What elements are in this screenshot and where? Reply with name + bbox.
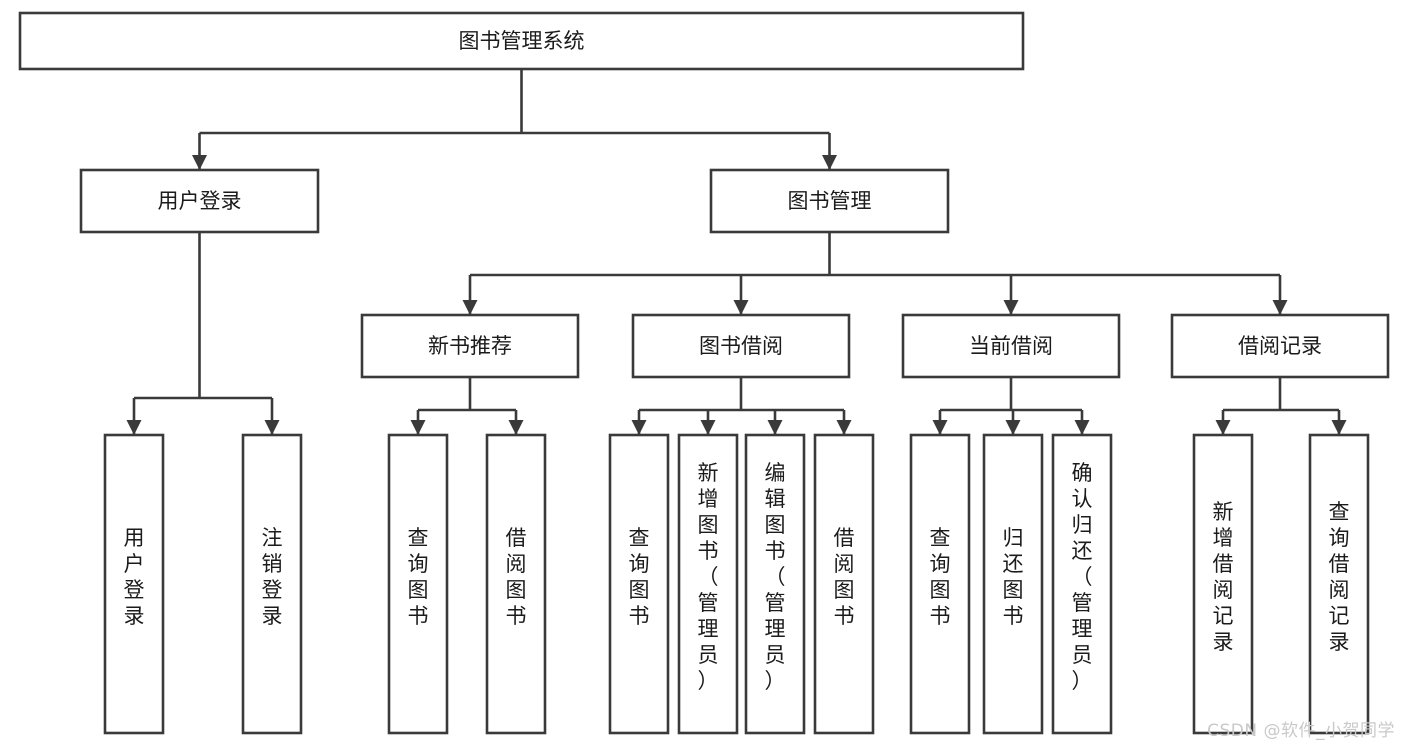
node-leaf-return-book-box[interactable] (982, 433, 1044, 735)
node-leaf-borrow-book-a-label: 借阅图书 (506, 526, 527, 628)
node-layer: 图书管理系统用户登录图书管理新书推荐图书借阅当前借阅借阅记录用户登录注销登录查询… (18, 11, 1390, 735)
node-leaf-confirm-return[interactable]: 确认归还（管理员） (1051, 433, 1113, 735)
arrow-head-icon (822, 155, 837, 170)
node-new-book-rec[interactable]: 新书推荐 (360, 313, 580, 379)
arrow-head-icon (1215, 420, 1231, 435)
node-leaf-query-book-c-box[interactable] (909, 433, 971, 735)
node-leaf-query-book-c[interactable]: 查询图书 (909, 433, 971, 735)
arrow-head-icon (1005, 420, 1021, 435)
node-leaf-edit-book-box[interactable] (744, 433, 806, 735)
node-book-borrow-label: 图书借阅 (699, 334, 783, 358)
edge-group-current-borrow (932, 377, 1090, 435)
node-leaf-user-logout[interactable]: 注销登录 (241, 433, 303, 735)
arrow-head-icon (733, 300, 749, 315)
node-leaf-query-record[interactable]: 查询借阅记录 (1308, 433, 1370, 735)
edge-group-new-book-rec (410, 377, 524, 435)
arrow-head-icon (631, 420, 647, 435)
node-book-manage[interactable]: 图书管理 (709, 168, 950, 234)
node-leaf-borrow-book-b[interactable]: 借阅图书 (813, 433, 875, 735)
node-leaf-query-record-box[interactable] (1308, 433, 1370, 735)
node-current-borrow-label: 当前借阅 (969, 334, 1053, 358)
node-leaf-return-book[interactable]: 归还图书 (982, 433, 1044, 735)
watermark-text: CSDN @软件_小贺同学 (1207, 721, 1395, 741)
node-leaf-user-logout-box[interactable] (241, 433, 303, 735)
node-book-manage-box[interactable] (709, 168, 950, 234)
node-user-login-label: 用户登录 (158, 189, 242, 213)
node-new-book-rec-label: 新书推荐 (428, 334, 512, 358)
node-leaf-add-book[interactable]: 新增图书（管理员） (677, 433, 739, 735)
edge-group-root (192, 69, 837, 170)
node-leaf-confirm-return-label: 确认归还（管理员） (1072, 461, 1093, 693)
node-leaf-query-book-a[interactable]: 查询图书 (387, 433, 449, 735)
connector-layer (126, 69, 1347, 435)
node-borrow-record[interactable]: 借阅记录 (1170, 313, 1390, 379)
node-leaf-add-record-label: 新增借阅记录 (1213, 500, 1234, 654)
node-book-borrow[interactable]: 图书借阅 (631, 313, 851, 379)
node-current-borrow[interactable]: 当前借阅 (901, 313, 1121, 379)
node-leaf-add-book-label: 新增图书（管理员） (698, 461, 719, 693)
arrow-head-icon (1003, 300, 1019, 315)
edge-group-book-manage (462, 232, 1288, 315)
node-leaf-query-book-a-label: 查询图书 (408, 526, 429, 628)
arrow-head-icon (767, 420, 783, 435)
node-root-label: 图书管理系统 (459, 29, 585, 53)
arrow-head-icon (410, 420, 426, 435)
node-leaf-query-book-b-box[interactable] (608, 433, 670, 735)
node-borrow-record-box[interactable] (1170, 313, 1390, 379)
arrow-head-icon (126, 420, 142, 435)
node-leaf-query-book-c-label: 查询图书 (930, 526, 951, 628)
node-root-box[interactable] (18, 11, 1025, 71)
node-leaf-return-book-label: 归还图书 (1003, 526, 1024, 628)
edge-group-user-login (126, 232, 280, 435)
node-leaf-add-record[interactable]: 新增借阅记录 (1192, 433, 1254, 735)
arrow-head-icon (192, 155, 207, 170)
arrow-head-icon (700, 420, 716, 435)
arrow-head-icon (1331, 420, 1347, 435)
arrow-head-icon (932, 420, 948, 435)
arrow-head-icon (508, 420, 524, 435)
node-leaf-borrow-book-a[interactable]: 借阅图书 (485, 433, 547, 735)
node-leaf-add-record-box[interactable] (1192, 433, 1254, 735)
node-leaf-user-login-label: 用户登录 (124, 526, 145, 628)
node-leaf-user-logout-label: 注销登录 (262, 526, 283, 628)
node-root[interactable]: 图书管理系统 (18, 11, 1025, 71)
node-leaf-edit-book[interactable]: 编辑图书（管理员） (744, 433, 806, 735)
node-book-borrow-box[interactable] (631, 313, 851, 379)
node-leaf-query-record-label: 查询借阅记录 (1329, 500, 1350, 654)
edge-group-borrow-record (1215, 377, 1347, 435)
node-leaf-borrow-book-b-box[interactable] (813, 433, 875, 735)
node-leaf-borrow-book-a-box[interactable] (485, 433, 547, 735)
node-leaf-borrow-book-b-label: 借阅图书 (834, 526, 855, 628)
node-user-login[interactable]: 用户登录 (79, 168, 320, 234)
node-current-borrow-box[interactable] (901, 313, 1121, 379)
arrow-head-icon (462, 300, 478, 315)
node-leaf-confirm-return-box[interactable] (1051, 433, 1113, 735)
node-leaf-query-book-b[interactable]: 查询图书 (608, 433, 670, 735)
node-leaf-query-book-a-box[interactable] (387, 433, 449, 735)
edge-group-book-borrow (631, 377, 852, 435)
node-new-book-rec-box[interactable] (360, 313, 580, 379)
node-leaf-edit-book-label: 编辑图书（管理员） (765, 461, 786, 693)
node-leaf-add-book-box[interactable] (677, 433, 739, 735)
arrow-head-icon (836, 420, 852, 435)
arrow-head-icon (1074, 420, 1090, 435)
arrow-head-icon (1272, 300, 1288, 315)
node-leaf-user-login[interactable]: 用户登录 (103, 433, 165, 735)
node-book-manage-label: 图书管理 (788, 189, 872, 213)
node-borrow-record-label: 借阅记录 (1238, 334, 1322, 358)
arrow-head-icon (264, 420, 280, 435)
node-leaf-user-login-box[interactable] (103, 433, 165, 735)
node-leaf-query-book-b-label: 查询图书 (629, 526, 650, 628)
node-user-login-box[interactable] (79, 168, 320, 234)
